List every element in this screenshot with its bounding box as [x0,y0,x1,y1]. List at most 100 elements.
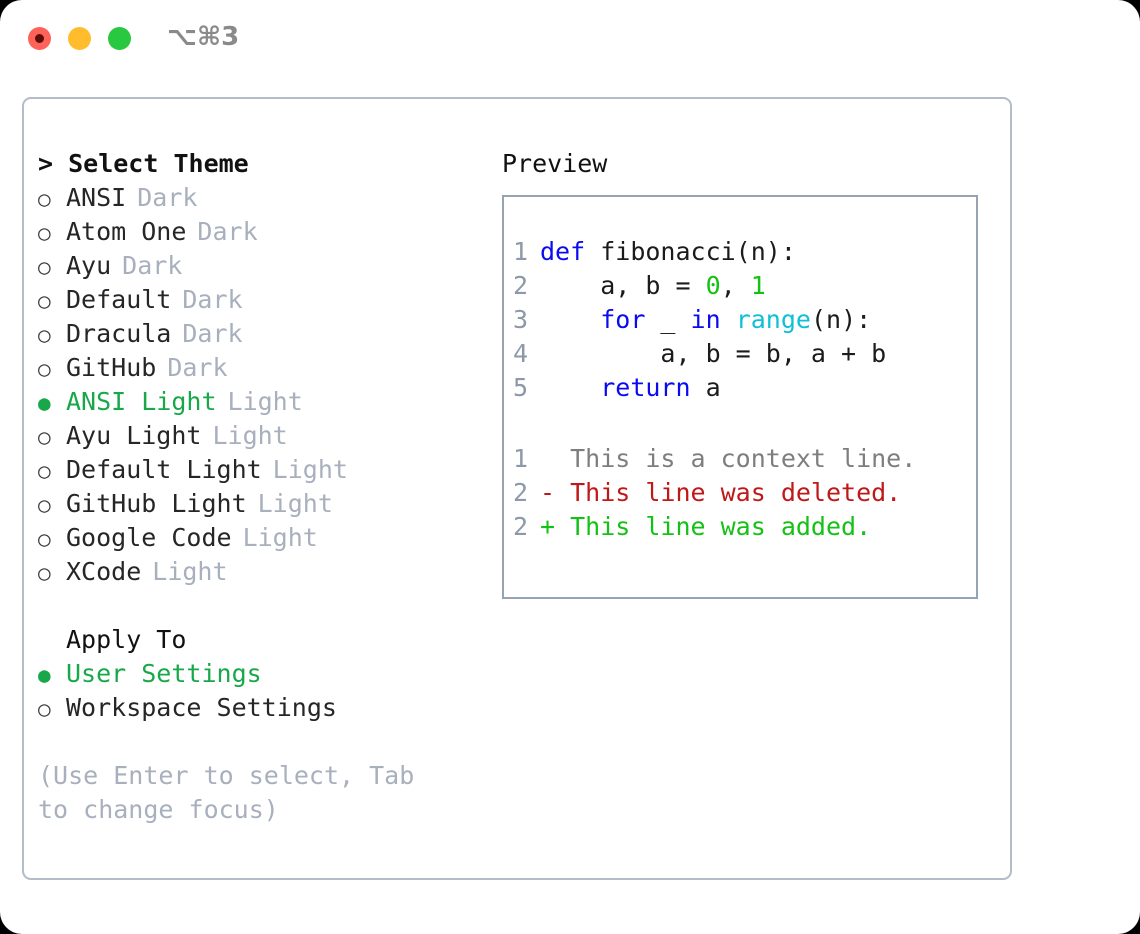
theme-option-label: GitHub [66,353,157,382]
diff-line-number: 2 [512,512,528,541]
theme-option-label: ANSI Light [66,387,217,416]
code-token-num: 0 [705,271,721,300]
theme-option-variant-badge: Dark [167,353,228,382]
theme-option-google-code[interactable]: ○ Google Code Light [38,521,488,555]
help-text: (Use Enter to select, Tab to change focu… [38,761,430,824]
code-token-plain: _ [645,305,691,334]
code-line-text: a, b = 0, 1 [540,269,766,303]
code-line: 1 def fibonacci(n): [504,235,976,269]
radio-selected-icon: ● [38,391,51,415]
code-line-text: for _ in range(n): [540,303,871,337]
preview-heading: Preview [502,149,608,178]
diff-line-text: - This line was deleted. [540,478,902,507]
keyboard-shortcut-label: ⌥⌘3 [167,22,240,52]
theme-option-label: Google Code [66,523,232,552]
diff-line-text: This is a context line. [540,444,917,473]
code-token-kw: return [600,373,691,402]
theme-option-variant-badge: Light [227,387,303,416]
theme-option-label: Default Light [66,455,262,484]
radio-unselected-icon: ○ [38,493,51,517]
code-line-number: 4 [512,339,528,368]
code-token-plain: fibonacci(n): [600,237,796,266]
radio-unselected-icon: ○ [38,289,51,313]
theme-option-label: Ayu Light [66,421,202,450]
diff-line-number: 1 [512,444,528,473]
theme-option-variant-badge: Dark [182,319,243,348]
theme-option-github[interactable]: ○ GitHub Dark [38,351,488,385]
theme-option-variant-badge: Light [212,421,288,450]
radio-unselected-icon: ○ [38,527,51,551]
theme-option-variant-badge: Dark [137,183,198,212]
diff-line: 2 - This line was deleted. [504,476,976,510]
code-token-plain [540,373,600,402]
theme-option-default[interactable]: ○ Default Dark [38,283,488,317]
code-token-plain: a [690,373,721,402]
radio-selected-icon: ● [38,663,51,687]
code-token-fn: range [735,305,811,334]
radio-unselected-icon: ○ [38,697,51,721]
theme-option-variant-badge: Dark [182,285,243,314]
theme-option-ansi-light[interactable]: ● ANSI Light Light [38,385,488,419]
code-token-num: 1 [750,271,766,300]
code-line-text: return a [540,371,721,405]
code-line-text: def fibonacci(n): [540,235,796,269]
theme-option-github-light[interactable]: ○ GitHub Light Light [38,487,488,521]
theme-option-label: Atom One [66,217,187,246]
apply-to-option-user-settings[interactable]: ●User Settings [38,657,488,691]
code-line-number: 2 [512,271,528,300]
code-token-plain: , [720,271,751,300]
code-line: 5 return a [504,371,976,405]
theme-option-label: GitHub Light [66,489,247,518]
code-token-plain: a, b = b, a + b [540,339,887,368]
code-token-plain [721,305,736,334]
code-line-text: a, b = b, a + b [540,337,886,371]
select-theme-heading: > Select Theme [38,149,249,178]
code-token-plain: (n): [810,305,872,334]
code-token-kw: for [600,305,646,334]
close-window-button[interactable] [28,27,51,50]
diff-sample: 1 This is a context line. 2 - This line wa… [504,442,976,544]
diff-line-text: + This line was added. [540,512,872,541]
code-line-number: 1 [512,237,528,266]
code-token-kw: in [690,305,721,334]
radio-unselected-icon: ○ [38,187,51,211]
theme-option-atom-one[interactable]: ○ Atom One Dark [38,215,488,249]
apply-to-options-list: ●User Settings ○ Workspace Settings [38,657,488,725]
theme-option-label: Default [66,285,172,314]
code-token-plain [540,305,600,334]
code-line-number: 3 [512,305,528,334]
code-token-plain: a, b = [540,271,706,300]
maximize-window-button[interactable] [108,27,131,50]
radio-unselected-icon: ○ [38,255,51,279]
radio-unselected-icon: ○ [38,459,51,483]
diff-line: 2 + This line was added. [504,510,976,544]
theme-option-variant-badge: Light [257,489,333,518]
help-spacer [38,725,488,759]
section-spacer [38,589,488,623]
theme-option-variant-badge: Dark [197,217,258,246]
theme-option-variant-badge: Dark [122,251,183,280]
theme-option-variant-badge: Light [242,523,318,552]
radio-unselected-icon: ○ [38,221,51,245]
diff-line-number: 2 [512,478,528,507]
apply-to-option-label: Workspace Settings [66,693,337,722]
radio-unselected-icon: ○ [38,357,51,381]
radio-unselected-icon: ○ [38,561,51,585]
theme-option-variant-badge: Light [152,557,228,586]
minimize-window-button[interactable] [68,27,91,50]
theme-option-ansi[interactable]: ○ ANSI Dark [38,181,488,215]
apply-to-option-workspace-settings[interactable]: ○ Workspace Settings [38,691,488,725]
code-line: 4 a, b = b, a + b [504,337,976,371]
theme-option-label: ANSI [66,183,127,212]
code-line: 2 a, b = 0, 1 [504,269,976,303]
